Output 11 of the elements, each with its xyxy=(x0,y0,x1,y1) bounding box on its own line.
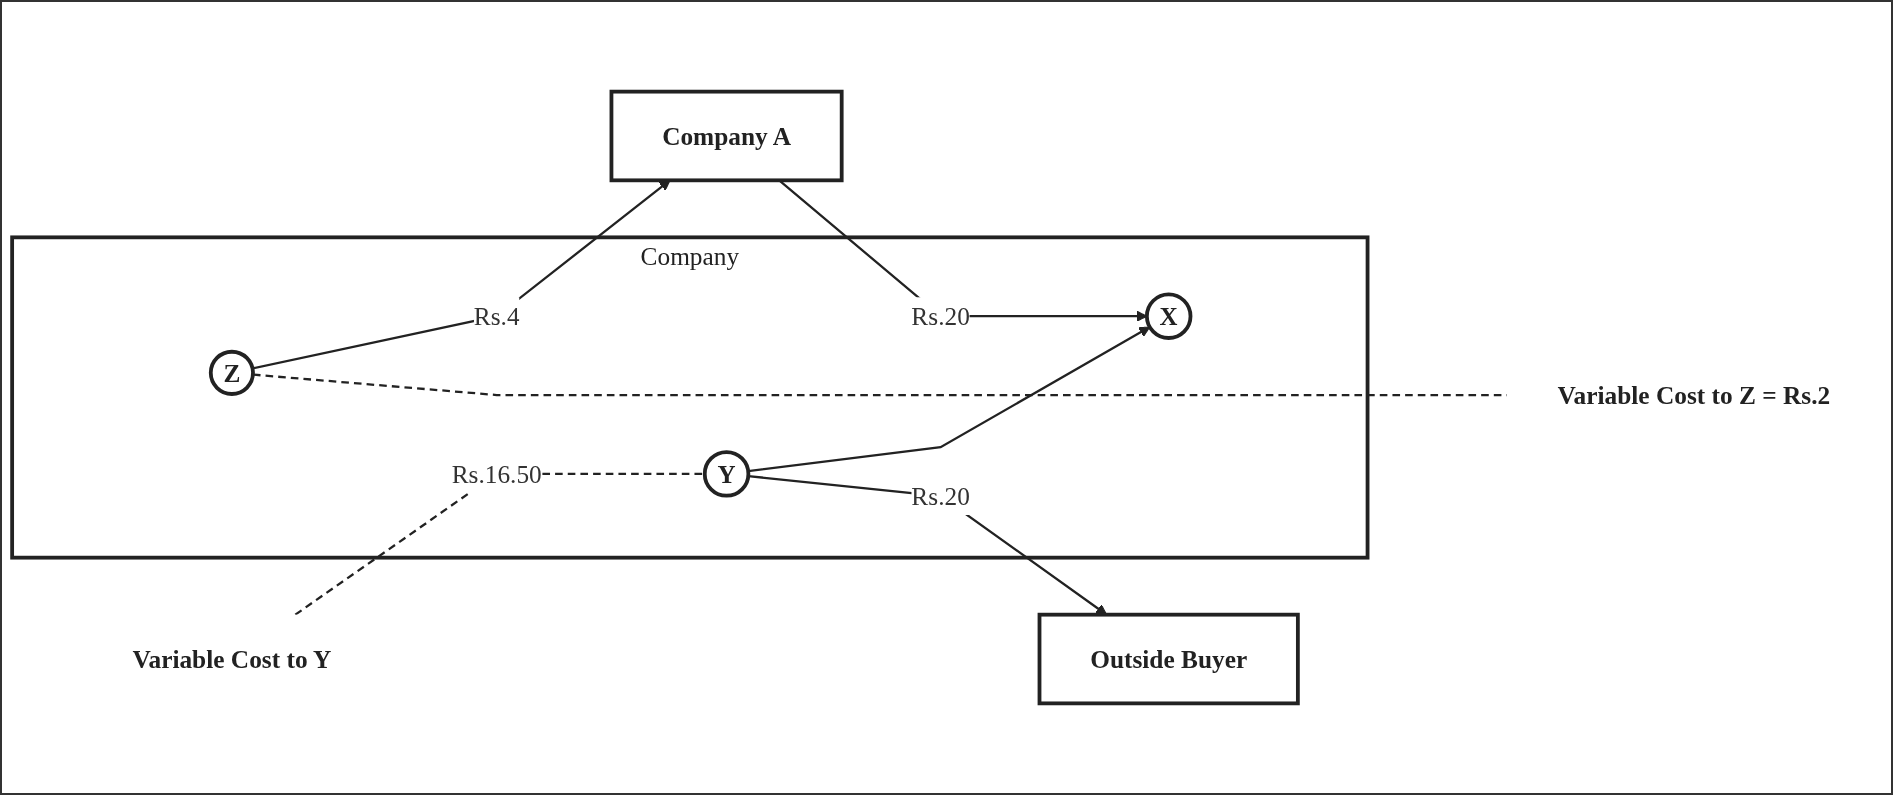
edge-label: Rs.20 xyxy=(911,302,970,331)
node-text: Variable Cost to Z = Rs.2 xyxy=(1557,381,1831,409)
edge-label: Rs.16.50 xyxy=(451,459,542,488)
edge-label: Rs.4 xyxy=(473,302,520,331)
node-circle: Y xyxy=(702,450,751,498)
node-circle: X xyxy=(1144,292,1193,340)
node-box: Outside Buyer xyxy=(1037,612,1300,706)
node-text: Variable Cost to Y xyxy=(132,645,332,673)
edge-label: Rs.20 xyxy=(911,482,970,510)
node-box: Company A xyxy=(609,89,844,183)
node-circle: Z xyxy=(208,349,255,396)
